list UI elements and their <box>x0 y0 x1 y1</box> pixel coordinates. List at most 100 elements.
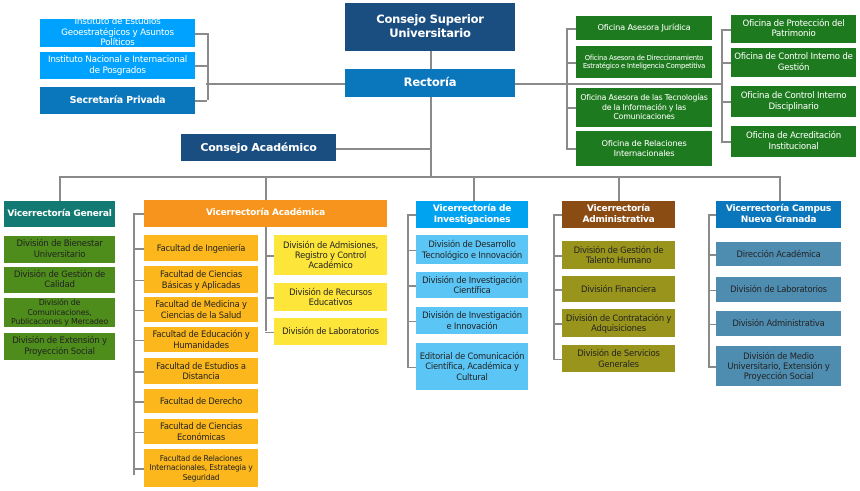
connector-line <box>195 100 207 102</box>
connector-line <box>265 297 274 299</box>
division-box: División de Servicios Generales <box>562 345 675 372</box>
division-box: División de Admisiones, Registro y Contr… <box>274 235 387 275</box>
connector-line <box>708 289 716 291</box>
connector-line <box>133 339 144 341</box>
connector-line <box>721 62 731 64</box>
office-box: Oficina Asesora Jurídica <box>576 16 712 40</box>
connector-line <box>59 176 780 178</box>
connector-line <box>59 176 61 201</box>
connector-line <box>265 227 267 331</box>
faculty-box: Facultad de Educación y Humanidades <box>144 327 258 352</box>
office-box: Oficina Asesora de Direccionamiento Estr… <box>576 46 712 78</box>
connector-line <box>708 323 716 325</box>
connector-line <box>566 28 568 148</box>
connector-line <box>207 33 209 100</box>
faculty-box: Facultad de Derecho <box>144 389 258 413</box>
connector-line <box>133 309 144 311</box>
connector-line <box>133 213 144 215</box>
division-box: División de Gestión de Talento Humano <box>562 241 675 269</box>
connector-line <box>265 255 274 257</box>
rectoria-box: Rectoría <box>345 69 515 97</box>
division-box: División de Laboratorios <box>274 318 387 345</box>
left-unit-box: Secretaría Privada <box>40 87 195 114</box>
faculty-box: Facultad de Relaciones Internacionales, … <box>144 449 258 487</box>
connector-line <box>133 468 144 470</box>
connector-line <box>566 107 576 109</box>
connector-line <box>708 214 716 216</box>
connector-line <box>553 214 562 216</box>
connector-line <box>195 65 207 67</box>
faculty-box: Facultad de Ingeniería <box>144 235 258 261</box>
vicerrectoria-header: Vicerrectoría Campus Nueva Granada <box>716 201 841 228</box>
connector-line <box>336 148 430 150</box>
connector-line <box>553 323 562 325</box>
connector-line <box>407 214 409 367</box>
connector-line <box>553 358 562 360</box>
connector-line <box>133 401 144 403</box>
office-box: Oficina de Acreditación Institucional <box>731 126 856 157</box>
vicerrectoria-header: Vicerrectoría de Investigaciones <box>416 201 528 228</box>
connector-line <box>195 33 207 35</box>
office-box: Oficina de Control Interno de Gestión <box>731 48 856 77</box>
left-unit-box: Instituto Nacional e Internacional de Po… <box>40 52 195 79</box>
consejo-academico-box: Consejo Académico <box>181 134 336 161</box>
connector-line <box>133 248 144 250</box>
connector-line <box>265 176 267 201</box>
connector-line <box>133 371 144 373</box>
connector-line <box>721 29 723 141</box>
faculty-box: Facultad de Ciencias Básicas y Aplicadas <box>144 266 258 293</box>
vicerrectoria-academica-header: Vicerrectoría Académica <box>144 200 387 227</box>
connector-line <box>566 62 576 64</box>
connector-line <box>721 29 731 31</box>
connector-line <box>407 320 416 322</box>
connector-line <box>566 28 576 30</box>
faculty-box: Facultad de Ciencias Económicas <box>144 419 258 444</box>
division-box: División de Investigación e Innovación <box>416 307 528 334</box>
connector-line <box>721 101 731 103</box>
connector-line <box>708 254 716 256</box>
connector-line <box>430 51 432 177</box>
office-box: Oficina de Protección del Patrimonio <box>731 15 856 43</box>
division-box: División de Investigación Científica <box>416 272 528 298</box>
division-box: División de Bienestar Universitario <box>4 236 115 263</box>
connector-line <box>618 176 620 201</box>
connector-line <box>133 279 144 281</box>
division-box: División de Desarrollo Tecnológico e Inn… <box>416 235 528 264</box>
left-unit-box: Instituto de Estudios Geoestratégicos y … <box>40 17 195 48</box>
connector-line <box>407 285 416 287</box>
consejo-superior-box: Consejo Superior Universitario <box>345 3 515 51</box>
connector-line <box>430 83 721 85</box>
connector-line <box>553 289 562 291</box>
connector-line <box>708 366 716 368</box>
connector-line <box>779 176 781 201</box>
division-box: División de Laboratorios <box>716 277 841 302</box>
faculty-box: Facultad de Estudios a Distancia <box>144 358 258 384</box>
connector-line <box>206 83 430 85</box>
connector-line <box>553 214 555 359</box>
office-box: Oficina de Relaciones Internacionales <box>576 131 712 166</box>
division-box: División Administrativa <box>716 311 841 336</box>
connector-line <box>133 213 135 475</box>
division-box: División Financiera <box>562 276 675 302</box>
division-box: División de Extensión y Proyección Socia… <box>4 333 115 360</box>
connector-line <box>407 214 416 216</box>
connector-line <box>553 255 562 257</box>
division-box: División de Medio Universitario, Extensi… <box>716 346 841 386</box>
connector-line <box>721 141 731 143</box>
connector-line <box>265 331 274 333</box>
connector-line <box>566 148 576 150</box>
division-box: División de Contratación y Adquisiciones <box>562 309 675 337</box>
faculty-box: Facultad de Medicina y Ciencias de la Sa… <box>144 297 258 322</box>
connector-line <box>407 366 416 368</box>
division-box: División de Recursos Educativos <box>274 283 387 311</box>
office-box: Oficina de Control Interno Disciplinario <box>731 86 856 117</box>
vicerrectoria-general-header: Vicerrectoría General <box>4 201 115 227</box>
division-box: Editorial de Comunicación Científica, Ac… <box>416 343 528 390</box>
division-box: División de Comunicaciones, Publicacione… <box>4 298 115 327</box>
connector-line <box>407 249 416 251</box>
division-box: División de Gestión de Calidad <box>4 267 115 293</box>
connector-line <box>133 431 144 433</box>
connector-line <box>473 176 475 201</box>
vicerrectoria-header: Vicerrectoría Administrativa <box>562 201 675 228</box>
